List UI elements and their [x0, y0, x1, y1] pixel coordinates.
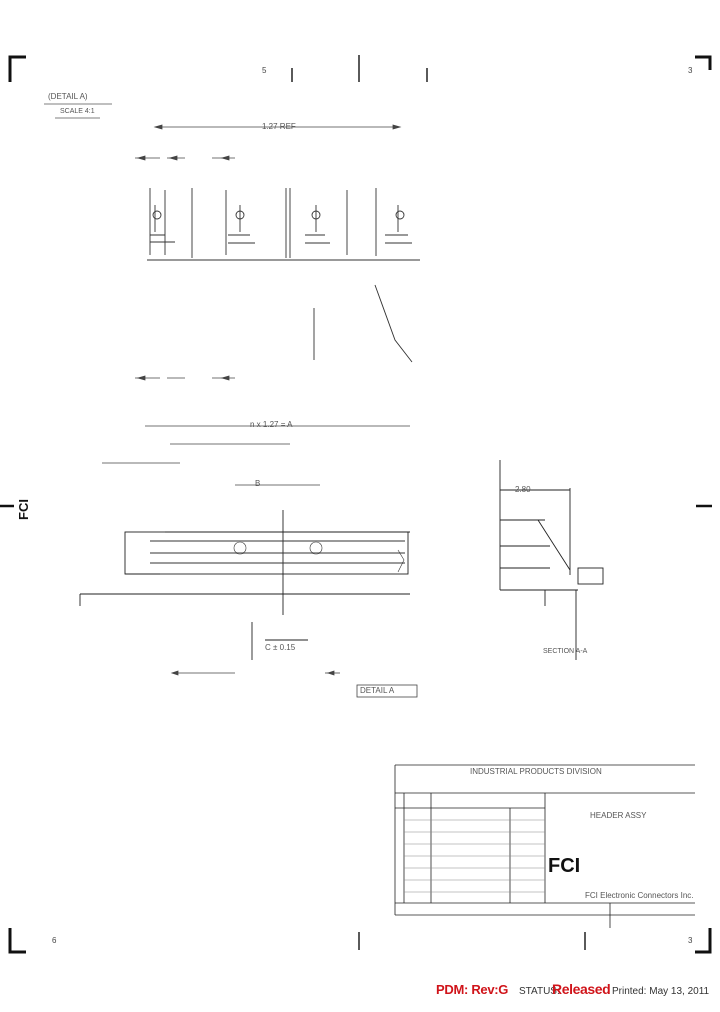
dim-c: C ± 0.15 — [265, 643, 296, 652]
status-value: Released — [552, 981, 611, 997]
pin-dots — [150, 540, 405, 564]
fci-logo-side: FCI — [16, 499, 31, 520]
detail-note-scale: SCALE 4:1 — [60, 108, 95, 115]
corner-marks — [8, 55, 712, 954]
dim-mid: n x 1.27 = A — [250, 420, 293, 429]
dim-b: B — [255, 479, 261, 488]
detail-note: (DETAIL A) — [48, 92, 88, 101]
printed-date: Printed: May 13, 2011 — [612, 986, 710, 997]
status-label: STATUS: — [519, 986, 560, 997]
dim-side: 2.80 — [515, 485, 531, 494]
titleblock-company: FCI Electronic Connectors Inc. — [585, 891, 694, 900]
grid-label-top-1: 5 — [262, 66, 267, 75]
fci-logo-titleblock: FCI — [548, 855, 581, 877]
grid-label-top-2: 3 — [688, 66, 693, 75]
pdm-revision: PDM: Rev:G — [436, 982, 509, 997]
detail-label: DETAIL A — [360, 686, 395, 695]
dim-top: 1.27 REF — [262, 122, 296, 131]
title-block-lines — [394, 764, 695, 928]
titleblock-doc-title: INDUSTRIAL PRODUCTS DIVISION — [470, 767, 602, 776]
titleblock-part: HEADER ASSY — [590, 811, 647, 820]
section-label: SECTION A-A — [543, 648, 588, 655]
grid-label-bottom-2: 3 — [688, 936, 693, 945]
grid-label-bottom-1: 6 — [52, 936, 57, 945]
